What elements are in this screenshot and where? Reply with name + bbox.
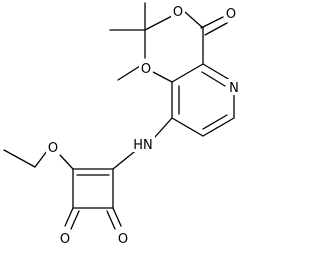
atom-label-ketone-o-left: O bbox=[60, 232, 70, 247]
atom-methoxy-o: O bbox=[139, 60, 153, 77]
bond-o-methyl bbox=[117, 65, 141, 81]
atom-label-carbonyl-o: O bbox=[226, 7, 236, 22]
ester-group bbox=[184, 11, 228, 65]
bond-ketone-left-2 bbox=[70, 210, 80, 230]
bond-c4-nh bbox=[154, 117, 173, 138]
bond-c2-n-b bbox=[201, 71, 226, 87]
bond-o-ch2 bbox=[34, 150, 48, 168]
bond-ch2-ch3 bbox=[3, 149, 36, 168]
bond-c5-c4 bbox=[171, 117, 204, 137]
atom-ester-o: O bbox=[171, 3, 185, 20]
ethoxy-group bbox=[3, 149, 74, 170]
bond-ketone-right-2 bbox=[106, 210, 116, 230]
bond-c6-c5-a bbox=[202, 117, 235, 137]
atom-pyridine-n: N bbox=[227, 79, 241, 96]
amine-link bbox=[112, 117, 173, 170]
atom-label-ester-o: O bbox=[173, 5, 183, 20]
chemical-structure-diagram: O O O N HN O O O bbox=[3, 2, 241, 247]
bond-o-carbonyl-c bbox=[184, 11, 204, 29]
atom-label-methoxy-o: O bbox=[141, 62, 151, 77]
bond-c2-c3 bbox=[171, 63, 204, 83]
tert-butyl-group bbox=[109, 2, 173, 59]
bond-c2-n-a bbox=[202, 63, 231, 81]
atom-labels: O O O N HN O O O bbox=[46, 3, 241, 247]
bond-c6-c5-b bbox=[202, 114, 228, 130]
bond-ketone-right-1 bbox=[112, 207, 122, 227]
atom-amine-nh: HN bbox=[131, 136, 155, 153]
atom-ketone-o-left: O bbox=[58, 230, 72, 247]
bond-ketone-left-1 bbox=[64, 207, 74, 227]
bond-c-o-double-b bbox=[204, 22, 228, 36]
pyridine-ring bbox=[171, 63, 235, 137]
bond-ring-o-ethoxy bbox=[59, 154, 74, 170]
dione-carbonyls bbox=[64, 207, 122, 230]
atom-carbonyl-o: O bbox=[224, 5, 238, 22]
atom-ketone-o-right: O bbox=[116, 230, 130, 247]
atom-label-amine-nh: HN bbox=[133, 138, 153, 153]
atom-label-ethoxy-o: O bbox=[48, 141, 58, 156]
bond-c-o-double-a bbox=[200, 16, 224, 29]
bond-c3-o-methoxy bbox=[152, 71, 173, 83]
atom-label-ketone-o-right: O bbox=[118, 232, 128, 247]
bond-nh-cyclobutene bbox=[112, 151, 135, 170]
atom-ethoxy-o: O bbox=[46, 139, 60, 156]
methoxy-group bbox=[117, 65, 173, 83]
atom-label-pyridine-n: N bbox=[229, 81, 239, 96]
bond-tbu-o bbox=[144, 15, 173, 31]
cyclobutenedione-ring bbox=[72, 168, 114, 209]
